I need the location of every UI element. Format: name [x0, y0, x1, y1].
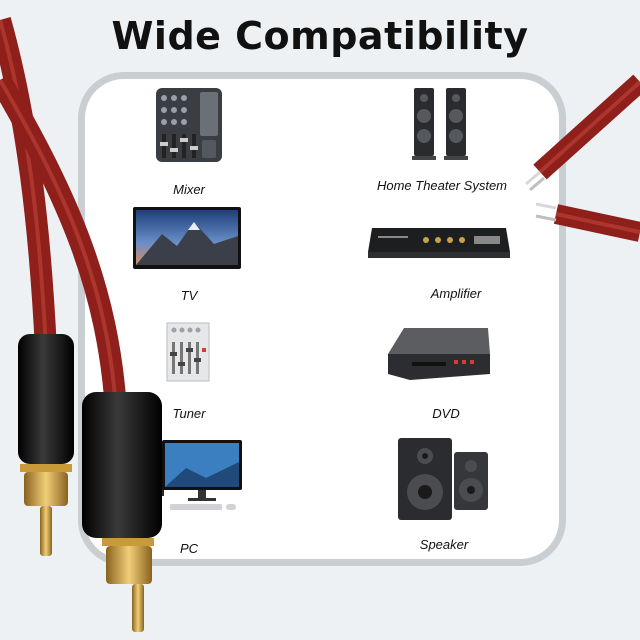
- device-label-pc: PC: [179, 541, 199, 556]
- rca-connector-left: [18, 334, 74, 556]
- tuner-icon: [166, 322, 210, 382]
- device-label-speaker: Speaker: [419, 537, 469, 552]
- dvd-player-icon: [388, 328, 490, 380]
- bookshelf-speakers-icon: [398, 438, 488, 520]
- amplifier-icon: [368, 228, 510, 258]
- stripped-cable-top: [525, 74, 640, 192]
- device-label-tuner: Tuner: [172, 406, 206, 421]
- page-title: Wide Compatibility: [111, 14, 529, 58]
- rca-connector-right: [82, 392, 162, 632]
- device-label-dvd: DVD: [432, 406, 460, 421]
- device-label-amplifier: Amplifier: [430, 286, 482, 301]
- stripped-cable-bottom: [535, 202, 640, 242]
- device-label-mixer: Mixer: [173, 182, 205, 197]
- device-label-tv: TV: [180, 288, 198, 303]
- cable-left-a: [0, 17, 57, 351]
- device-label-home-theater: Home Theater System: [376, 178, 508, 193]
- tv-icon: [133, 207, 241, 269]
- tower-speakers-icon: [412, 88, 468, 160]
- mixer-icon: [156, 88, 222, 162]
